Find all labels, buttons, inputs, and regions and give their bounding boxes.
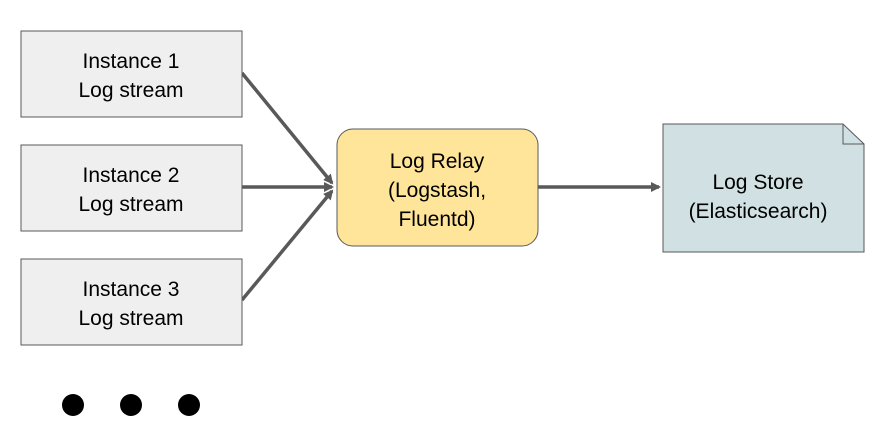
instance-3-box <box>20 258 243 346</box>
log-store-box <box>662 123 865 253</box>
instance-3-subtitle: Log stream <box>78 307 183 330</box>
instance-2-title: Instance 2 <box>83 164 180 187</box>
ellipsis-dot <box>120 394 142 416</box>
instance-2-subtitle: Log stream <box>78 193 183 216</box>
instance-1-title: Instance 1 <box>83 50 180 73</box>
instance-1-subtitle: Log stream <box>78 79 183 102</box>
ellipsis-dot <box>62 394 84 416</box>
instance-2-box <box>20 144 243 232</box>
log-relay-tools-line2: Fluentd) <box>398 208 475 231</box>
log-store-node: Log Store (Elasticsearch) <box>662 123 865 253</box>
instance-3-title: Instance 3 <box>83 278 180 301</box>
log-relay-box <box>336 128 539 247</box>
log-store-folded-corner <box>842 124 864 145</box>
arrow-instance-1-to-relay <box>240 71 334 185</box>
log-relay-node: Log Relay (Logstash, Fluentd) <box>336 128 539 247</box>
log-store-title: Log Store <box>712 171 803 194</box>
arrow-instance-3-to-relay <box>240 189 334 302</box>
more-instances-ellipsis <box>62 394 200 416</box>
log-relay-tools-line1: (Logstash, <box>388 179 486 202</box>
log-relay-title: Log Relay <box>390 150 485 173</box>
log-store-subtitle: (Elasticsearch) <box>689 200 828 223</box>
instance-3-node: Instance 3 Log stream <box>20 258 243 346</box>
instance-2-node: Instance 2 Log stream <box>20 144 243 232</box>
instance-1-box <box>20 30 243 118</box>
ellipsis-dot <box>178 394 200 416</box>
instance-1-node: Instance 1 Log stream <box>20 30 243 118</box>
